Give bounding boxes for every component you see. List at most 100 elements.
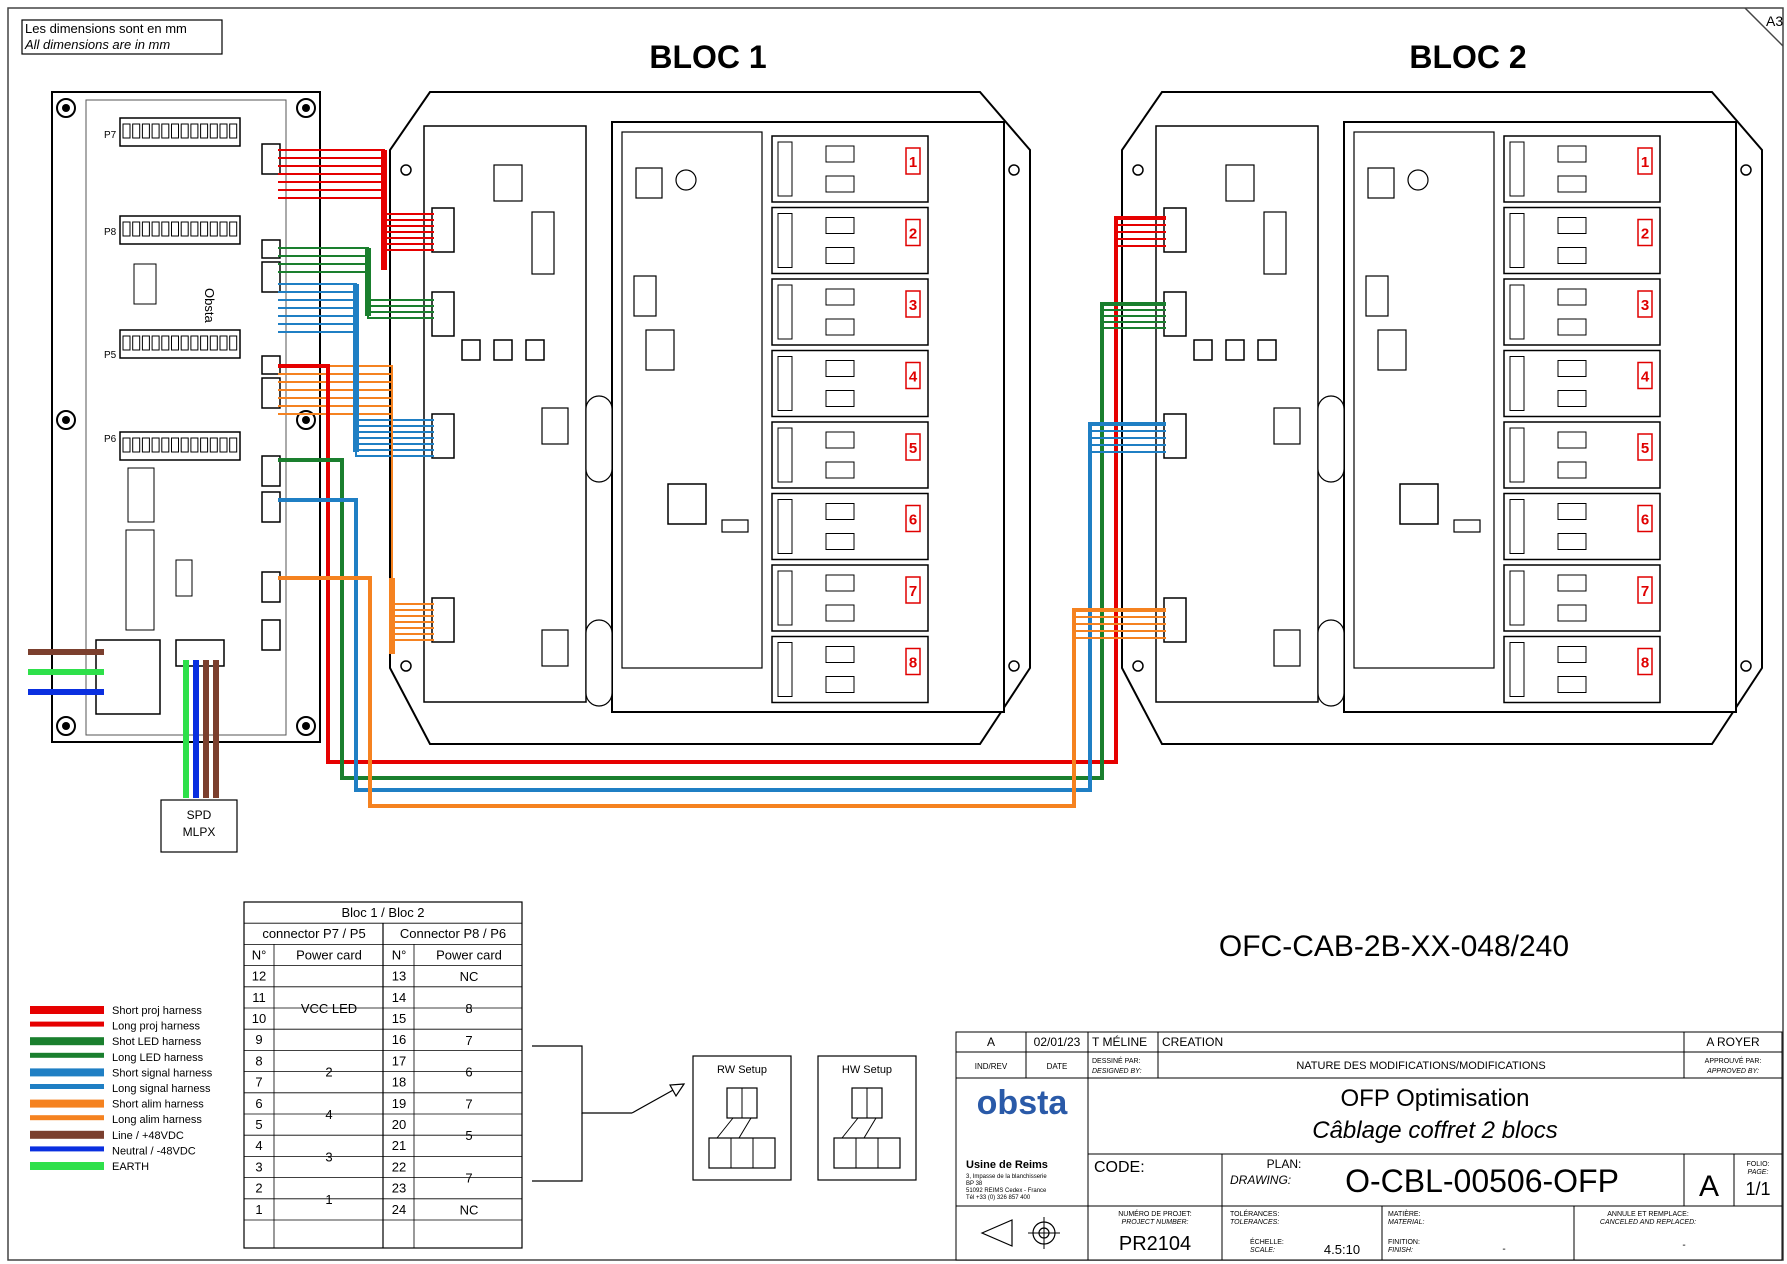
pin-table-card: 1 xyxy=(325,1192,332,1207)
channel-number-box xyxy=(1637,576,1653,604)
pin-number: 21 xyxy=(392,1138,406,1153)
terminal-pin xyxy=(190,437,199,453)
pin-table-card: 2 xyxy=(325,1065,332,1080)
header-connector-icon xyxy=(1273,407,1301,445)
relay-icon xyxy=(645,329,675,371)
channel-number: 1 xyxy=(909,154,917,171)
scale-value: 4.5:10 xyxy=(1324,1242,1360,1257)
channel-number: 1 xyxy=(1641,154,1649,171)
panel-hole-icon xyxy=(1008,660,1020,672)
header-connector-icon xyxy=(1453,519,1481,533)
tolerance-label-en: TOLERANCES: xyxy=(1230,1219,1279,1226)
regulator-icon xyxy=(493,339,513,361)
channel-number-box xyxy=(1637,290,1653,318)
pin-number: 9 xyxy=(255,1032,262,1047)
channel-ic xyxy=(1557,288,1587,306)
regulator-icon xyxy=(1367,167,1395,199)
channel-number: 2 xyxy=(909,226,917,243)
terminal-pin xyxy=(122,335,131,351)
terminal-block-icon xyxy=(493,164,523,202)
legend-label: Long signal harness xyxy=(112,1083,211,1095)
terminal-pin xyxy=(132,123,141,139)
channel-ic xyxy=(1557,503,1587,520)
harness-wires xyxy=(278,149,1166,808)
channel-ic xyxy=(825,318,855,336)
terminal-pin xyxy=(132,221,141,237)
channel-number: 6 xyxy=(1641,512,1649,529)
terminal-pin xyxy=(200,335,209,351)
channel-ic xyxy=(1557,431,1587,449)
project-label-en: PROJECT NUMBER: xyxy=(1122,1219,1189,1226)
cable-slot xyxy=(585,395,613,483)
channel-connector xyxy=(1509,284,1525,340)
channel-ic xyxy=(1557,574,1587,592)
regulator-icon xyxy=(1257,339,1277,361)
terminal-pin xyxy=(200,437,209,453)
mounting-hole-center xyxy=(302,104,310,112)
setup-label: HW Setup xyxy=(842,1064,892,1076)
channel-connector xyxy=(1509,213,1525,268)
power-card-connector xyxy=(1163,291,1187,337)
channel-number: 5 xyxy=(909,440,917,457)
terminal-pin xyxy=(209,123,218,139)
replace-label-en: CANCELED AND REPLACED: xyxy=(1600,1219,1696,1226)
drawing-title: OFP Optimisation xyxy=(1341,1085,1530,1112)
terminal-pin xyxy=(141,123,150,139)
terminal-pin xyxy=(122,437,131,453)
legend-swatch xyxy=(30,1037,104,1046)
terminal-pin xyxy=(161,437,170,453)
channel-ic xyxy=(1557,318,1587,336)
spd-box xyxy=(160,799,238,853)
regulator-icon xyxy=(525,339,545,361)
jumper-link xyxy=(738,1117,752,1139)
hdr-designed-fr: DESSINÉ PAR: xyxy=(1092,1056,1141,1065)
terminal-pin xyxy=(171,437,179,453)
channel-connector xyxy=(1509,642,1525,697)
pin-number: 14 xyxy=(392,990,406,1005)
legend-label: Neutral / -48VDC xyxy=(112,1145,196,1157)
terminal-pin xyxy=(209,335,218,351)
dimension-note-box xyxy=(21,19,223,55)
pin-table-card: 7 xyxy=(465,1096,472,1111)
pin-number: 20 xyxy=(392,1117,406,1132)
channel-number: 4 xyxy=(1641,369,1650,386)
title-cell xyxy=(1157,1051,1685,1079)
spd-sub-label: MLPX xyxy=(183,825,216,839)
terminal-pin xyxy=(229,221,238,237)
dimension-note-en: All dimensions are in mm xyxy=(24,37,170,52)
regulator-icon xyxy=(461,339,481,361)
controller-board: Obsta P7 P8 P5 P6 xyxy=(51,91,321,743)
channel-ic xyxy=(1557,676,1587,693)
channel-ic xyxy=(825,461,855,479)
folio-label: FOLIO: xyxy=(1747,1161,1770,1168)
terminal-pin xyxy=(141,335,150,351)
channel-connector xyxy=(1509,570,1525,626)
projection-cone-icon xyxy=(980,1219,1013,1247)
panel-hole-icon xyxy=(1008,164,1020,176)
legend-swatch xyxy=(30,1162,104,1170)
legend-swatch xyxy=(30,1021,104,1027)
channel-number-box xyxy=(1637,433,1653,461)
terminal-pin xyxy=(180,123,189,139)
terminal-pin xyxy=(151,221,160,237)
hdr-designed-en: DESIGNED BY: xyxy=(1092,1068,1142,1075)
terminal-pin xyxy=(141,221,150,237)
rev-nature: CREATION xyxy=(1162,1035,1223,1049)
power-card-connector xyxy=(431,597,455,643)
pin-number: 15 xyxy=(392,1011,406,1026)
rev-approver: A ROYER xyxy=(1706,1035,1760,1049)
title-cell xyxy=(1733,1153,1783,1207)
channel-number-box xyxy=(1637,361,1653,390)
board-header-connector xyxy=(261,571,281,603)
harness-wire xyxy=(278,413,434,641)
legend-swatch xyxy=(30,1115,104,1121)
board-header-connector xyxy=(261,239,281,259)
drawing-number: O-CBL-00506-OFP xyxy=(1345,1163,1619,1199)
pin-table-title: Bloc 1 / Bloc 2 xyxy=(341,905,424,920)
header-connector-icon xyxy=(1263,211,1287,275)
scale-label-en: SCALE: xyxy=(1250,1247,1275,1254)
part-number: OFC-CAB-2B-XX-048/240 xyxy=(1219,930,1569,963)
material-label-fr: MATIÈRE: xyxy=(1388,1209,1421,1218)
pin-table-col-no: N° xyxy=(392,947,407,962)
